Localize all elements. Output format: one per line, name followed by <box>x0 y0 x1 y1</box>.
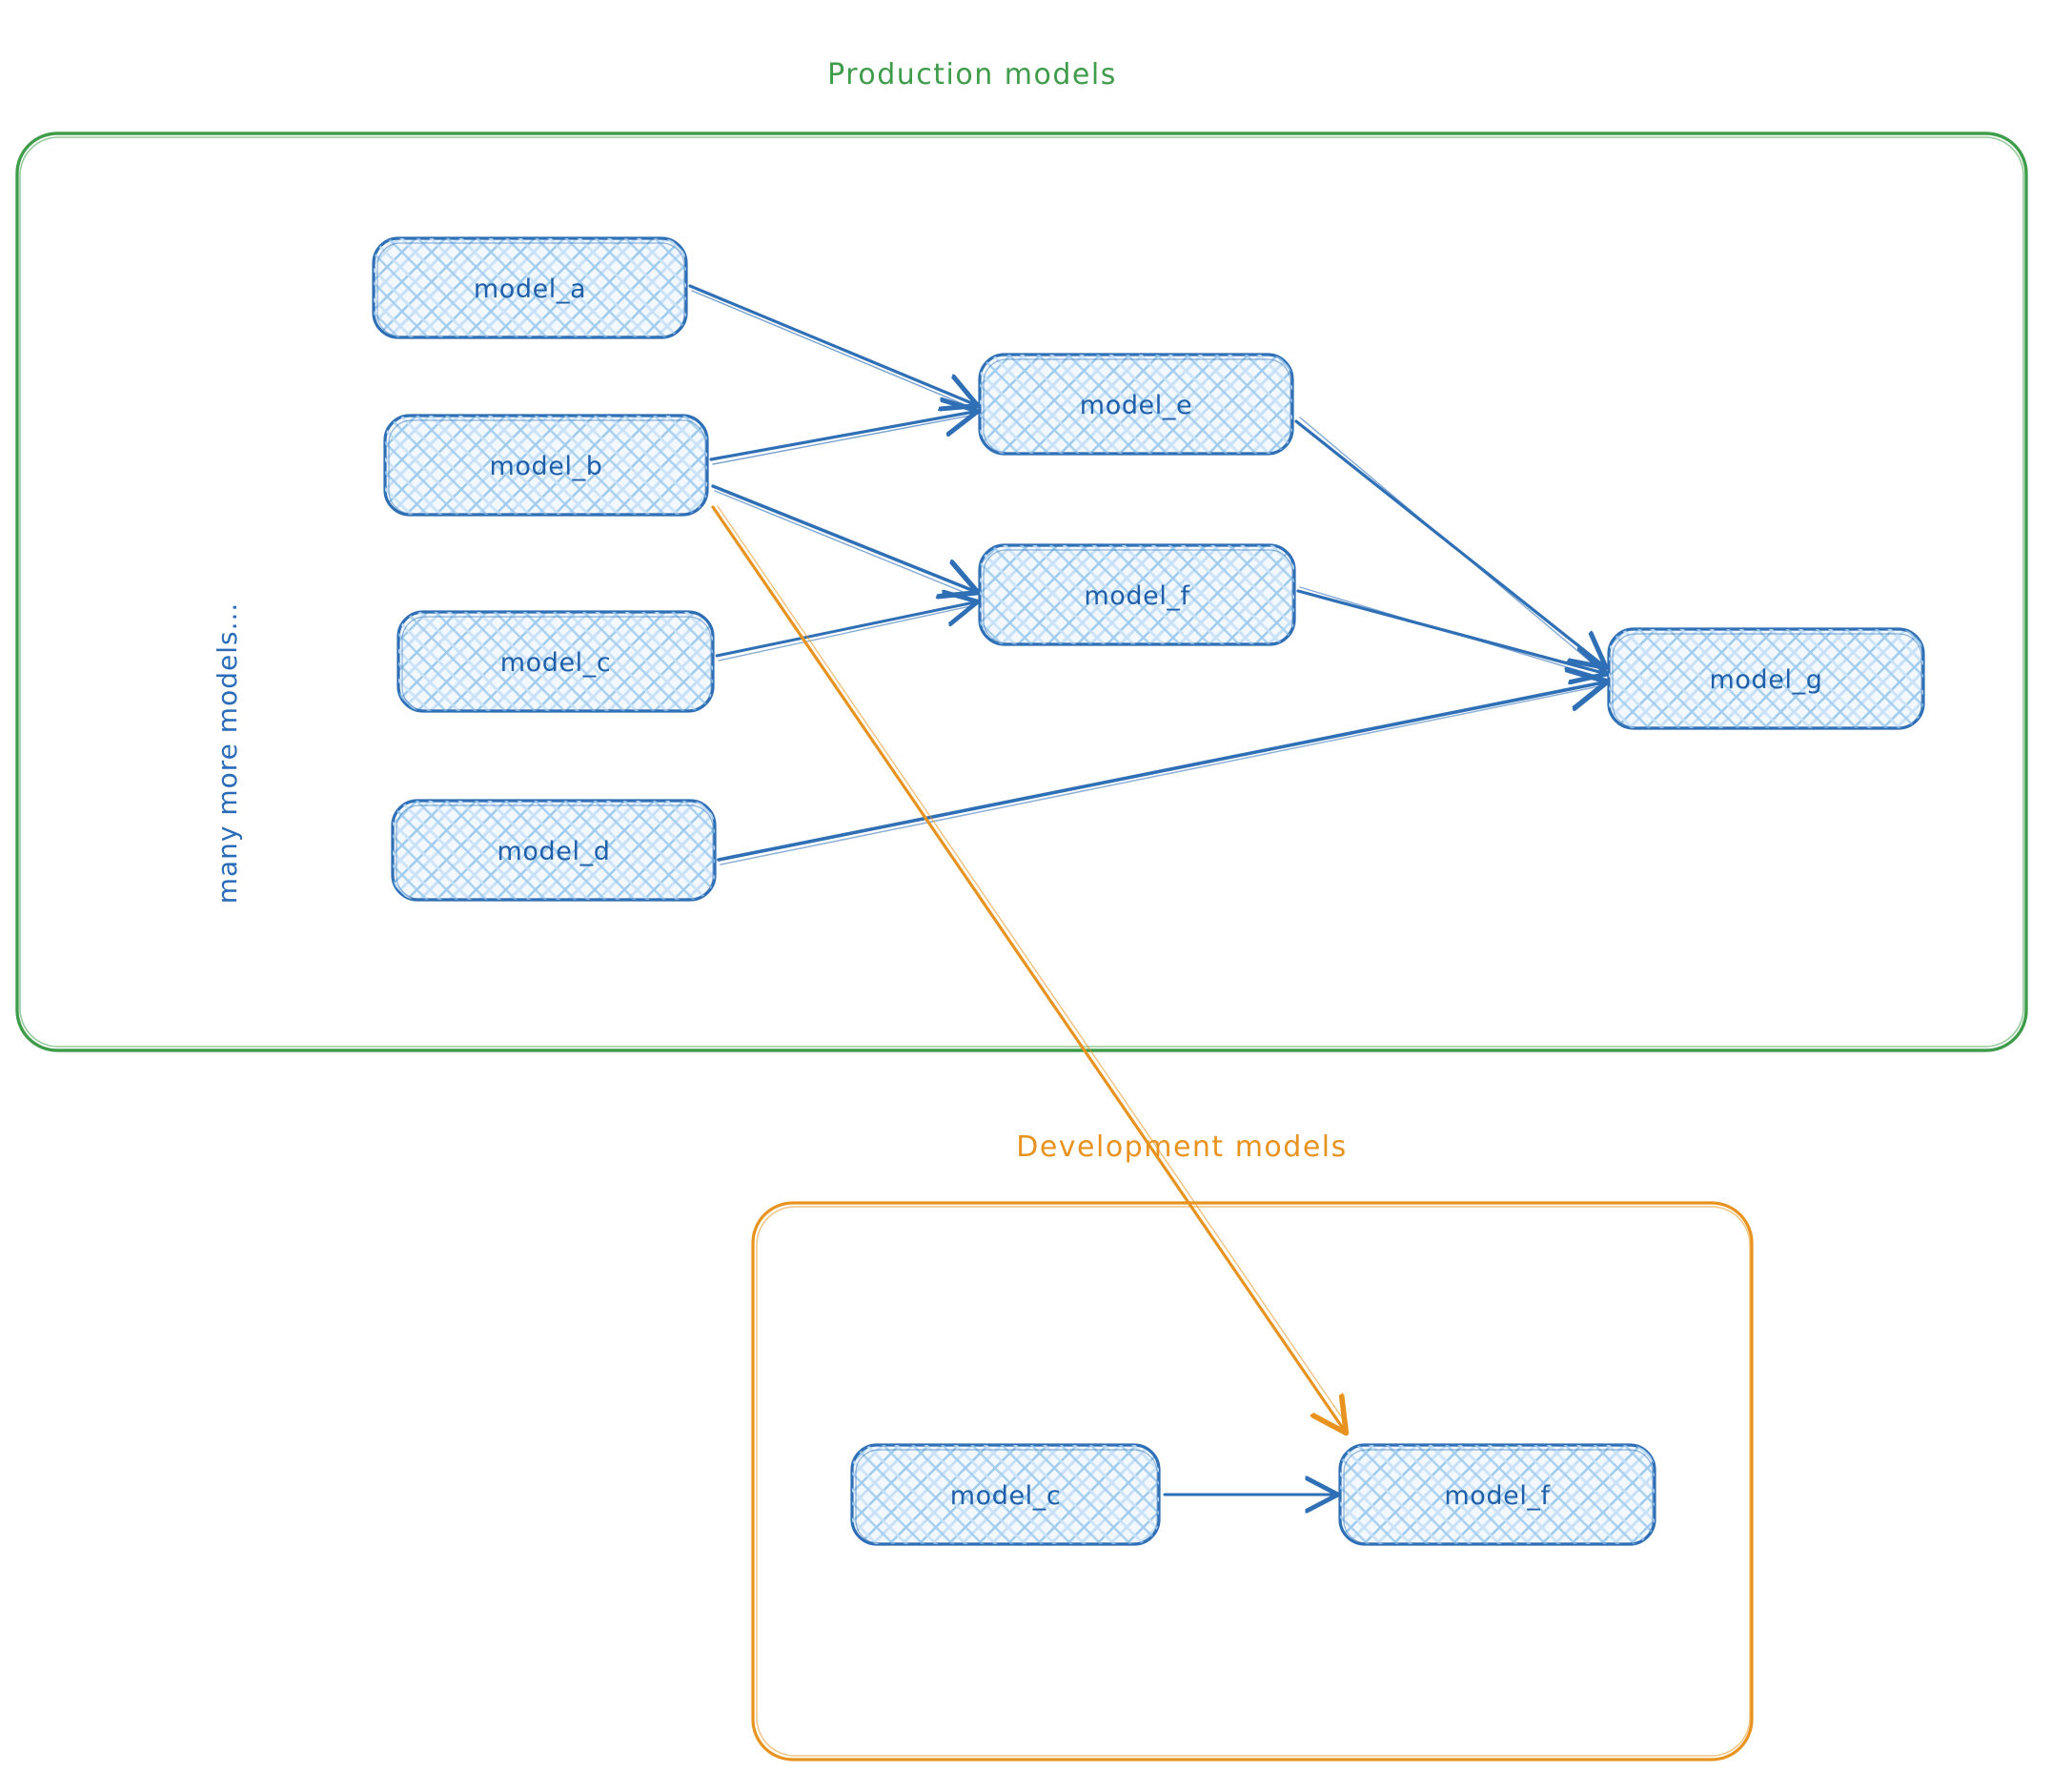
production-group-title: Production models <box>827 58 1117 92</box>
production-group-border-sketch <box>19 136 2024 1048</box>
production-group-border <box>15 132 2028 1052</box>
edge-a-to-e-line <box>688 284 974 404</box>
node-prod-model-d-sketch <box>396 804 714 900</box>
node-prod-model-g-hatch <box>1609 629 1923 728</box>
edge-b-to-e-sketch <box>712 415 971 465</box>
node-prod-model-g-label: model_g <box>1710 665 1823 695</box>
node-dev-model-c-hatch <box>852 1445 1159 1544</box>
edge-b-to-e <box>709 412 974 465</box>
node-dev-model-c[interactable]: model_c <box>850 1443 1161 1546</box>
edges-layer <box>688 284 1603 1495</box>
node-prod-model-d-hatch <box>393 801 715 900</box>
edge-d-to-g-line <box>717 682 1603 862</box>
node-prod-model-a[interactable]: model_a <box>372 236 688 339</box>
edge-d-to-g <box>717 682 1603 865</box>
node-prod-model-e-label: model_e <box>1080 391 1192 420</box>
node-prod-model-b-hatch <box>385 416 707 515</box>
edge-b-to-dev-f-line <box>711 505 1344 1430</box>
development-group-border-sketch <box>756 1206 1751 1757</box>
node-prod-model-a-sketch <box>376 242 685 337</box>
node-prod-model-c-hatch <box>398 612 713 711</box>
node-dev-model-f-hatch <box>1340 1445 1655 1544</box>
node-prod-model-b-label: model_b <box>490 452 603 481</box>
node-prod-model-d-label: model_d <box>498 837 611 866</box>
node-prod-model-b-sketch <box>388 419 706 515</box>
node-dev-model-f-sketch <box>1343 1449 1654 1544</box>
node-prod-model-f[interactable]: model_f <box>978 543 1296 646</box>
edge-b-to-f-line <box>711 484 974 591</box>
node-prod-model-a-label: model_a <box>474 275 586 304</box>
development-group-border <box>751 1201 1754 1761</box>
node-prod-model-f-hatch <box>980 545 1294 644</box>
node-prod-model-e[interactable]: model_e <box>978 353 1294 456</box>
node-prod-model-g[interactable]: model_g <box>1607 627 1925 730</box>
development-group-title: Development models <box>1016 1130 1348 1164</box>
node-dev-model-c-sketch <box>855 1449 1158 1544</box>
node-prod-model-c[interactable]: model_c <box>396 610 715 713</box>
edge-c-to-f-sketch <box>718 605 971 662</box>
node-prod-model-e-hatch <box>980 355 1292 454</box>
node-prod-model-a-hatch <box>374 238 686 337</box>
node-prod-model-c-sketch <box>401 616 712 711</box>
node-dev-model-c-label: model_c <box>950 1481 1062 1511</box>
edge-b-to-dev-f-sketch <box>717 505 1349 1427</box>
node-prod-model-g-sketch <box>1612 633 1922 728</box>
edge-a-to-e-sketch <box>691 290 971 408</box>
edge-a-to-e <box>688 284 974 408</box>
node-prod-model-b[interactable]: model_b <box>383 414 709 517</box>
node-dev-model-f[interactable]: model_f <box>1338 1443 1656 1546</box>
node-prod-model-c-label: model_c <box>500 648 612 678</box>
edge-b-to-f <box>711 484 974 596</box>
edge-e-to-g-sketch <box>1299 417 1600 670</box>
node-dev-model-f-label: model_f <box>1444 1481 1551 1511</box>
many-more-models-note: many more models... <box>212 602 243 905</box>
edge-c-to-f <box>715 602 974 662</box>
group-container-production[interactable] <box>15 132 2028 1052</box>
node-prod-model-f-label: model_f <box>1084 581 1190 611</box>
edge-f-to-g <box>1296 586 1603 678</box>
edge-e-to-g <box>1294 417 1603 670</box>
node-prod-model-f-sketch <box>983 549 1293 644</box>
edge-c-to-f-line <box>715 602 974 658</box>
group-container-development[interactable] <box>751 1201 1754 1761</box>
edge-b-to-dev-f <box>711 505 1349 1430</box>
edge-b-to-f-sketch <box>714 490 971 596</box>
edge-f-to-g-sketch <box>1299 586 1600 678</box>
node-prod-model-d[interactable]: model_d <box>391 799 717 902</box>
node-prod-model-e-sketch <box>983 358 1291 454</box>
edge-d-to-g-sketch <box>720 685 1600 865</box>
edge-b-to-e-line <box>709 412 974 461</box>
